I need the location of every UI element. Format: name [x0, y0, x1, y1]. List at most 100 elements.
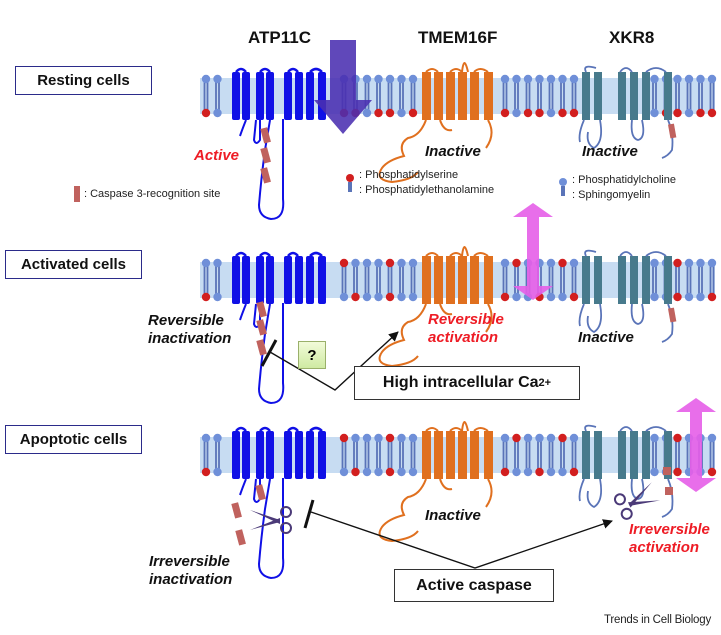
scissor-handle [280, 506, 292, 518]
phosphatidylcholine-head [213, 292, 222, 302]
atp11c-helix [256, 72, 264, 120]
phosphatidylcholine-head [707, 74, 717, 84]
tmem16f-helix [458, 431, 467, 479]
phosphatidylcholine-head [569, 258, 579, 268]
phosphatidylcholine-head [569, 433, 579, 443]
phosphatidylcholine-head [696, 292, 705, 302]
legend-pc-head [559, 178, 567, 186]
status-line: Reversible [428, 311, 504, 328]
state-box-apoptotic: Apoptotic cells [5, 425, 142, 454]
phosphatidylcholine-head [546, 292, 556, 302]
phosphatidylcholine-head [408, 433, 418, 443]
phosphatidylcholine-head [362, 433, 372, 443]
tmem16f-protein [378, 62, 493, 184]
flippase-arrow-icon [314, 40, 372, 134]
phosphatidylcholine-head [523, 467, 533, 477]
xkr8-helix [630, 431, 638, 479]
phosphatidylserine-head [351, 467, 360, 477]
atp11c-helix [306, 256, 314, 304]
legend-phosphatidylcholine: : Phosphatidylcholine [572, 174, 676, 186]
atp11c-helix [318, 72, 326, 120]
phosphatidylcholine-head [512, 467, 521, 477]
legend-phosphatidylserine: : Phosphatidylserine [359, 169, 459, 181]
tmem16f-helix [422, 256, 431, 304]
phosphatidylcholine-head [500, 433, 510, 443]
phosphatidylcholine-head [512, 292, 521, 302]
tmem16f-helix [458, 72, 467, 120]
inhibition-bar [303, 499, 315, 529]
xkr8-tail [578, 119, 674, 159]
phosphatidylcholine-head [650, 74, 659, 84]
phosphatidylcholine-head [569, 74, 579, 84]
phosphatidylcholine-head [500, 74, 510, 84]
phosphatidylcholine-head [408, 74, 418, 84]
scissor-blade [628, 482, 652, 508]
atp11c-helix [295, 431, 303, 479]
phosphatidylcholine-head [362, 258, 372, 268]
phosphatidylcholine-head [362, 108, 372, 118]
scissor-blade [250, 510, 280, 524]
atp11c-helix [318, 431, 326, 479]
phosphatidylcholine-head [213, 258, 222, 268]
cleaved-caspase-site [255, 484, 266, 501]
phosphatidylcholine-head [684, 74, 694, 84]
title-atp11c: ATP11C [248, 28, 311, 47]
callout-high-calcium-sup: 2+ [538, 377, 552, 389]
status-line: activation [428, 329, 499, 346]
tmem16f-helix [470, 72, 479, 120]
tmem16f-loop [425, 246, 489, 257]
xkr8-helix [618, 72, 626, 120]
phosphatidylserine-head [535, 467, 544, 477]
phosphatidylcholine-head [707, 258, 717, 268]
phosphatidylserine-head [673, 467, 682, 477]
phosphatidylcholine-head [650, 467, 659, 477]
atp11c-helix [306, 72, 314, 120]
xkr8-loop [584, 65, 667, 73]
xkr8-helix [642, 72, 650, 120]
phosphatidylcholine-head [512, 74, 521, 84]
atp11c-helix [256, 256, 264, 304]
phosphatidylserine-head [558, 258, 567, 268]
phosphatidylcholine-head [684, 292, 694, 302]
atp11c-helix [256, 431, 264, 479]
phosphatidylserine-head [673, 108, 682, 118]
phosphatidylcholine-head [558, 292, 567, 302]
legend-pc-tail [561, 186, 565, 196]
phosphatidylcholine-head [535, 433, 544, 443]
xkr8-helix [594, 256, 602, 304]
tmem16f-tail [378, 119, 493, 184]
ca-signal-line [269, 331, 399, 391]
phosphatidylcholine-head [374, 433, 383, 443]
xkr8-helix [664, 431, 672, 479]
status-tmem16f-apoptotic: Inactive [425, 507, 481, 524]
phosphatidylserine-head [374, 108, 383, 118]
phosphatidylcholine-head [374, 258, 383, 268]
tmem16f-helix [446, 72, 455, 120]
status-line: Irreversible [629, 521, 710, 538]
tmem16f-loop [425, 421, 489, 432]
atp11c-helix [284, 72, 292, 120]
legend-pc-sm: : Phosphatidylcholine : Sphingomyelin [572, 173, 676, 203]
atp11c-helix [242, 431, 250, 479]
scissor-handle [280, 522, 292, 534]
status-line: inactivation [148, 330, 232, 347]
status-tmem16f-resting: Inactive [425, 143, 481, 160]
xkr8-loop [584, 424, 667, 432]
scramblase-arrow-xkr8-icon [676, 398, 716, 492]
phosphatidylserine-head [523, 108, 533, 118]
atp11c-helix [266, 72, 274, 120]
atp11c-helix [242, 72, 250, 120]
caspase-site [668, 123, 677, 139]
atp11c-helix [232, 256, 240, 304]
phosphatidylserine-head [707, 292, 717, 302]
legend-caspase-site: : Caspase 3-recognition site [84, 188, 221, 200]
phosphatidylcholine-head [201, 433, 211, 443]
phosphatidylcholine-head [362, 467, 372, 477]
status-line: activation [629, 539, 700, 556]
phosphatidylserine-head [673, 258, 682, 268]
phosphatidylcholine-head [397, 258, 406, 268]
atp11c-loop [235, 426, 323, 432]
phosphatidylcholine-head [374, 292, 383, 302]
caspase-site [256, 339, 267, 356]
